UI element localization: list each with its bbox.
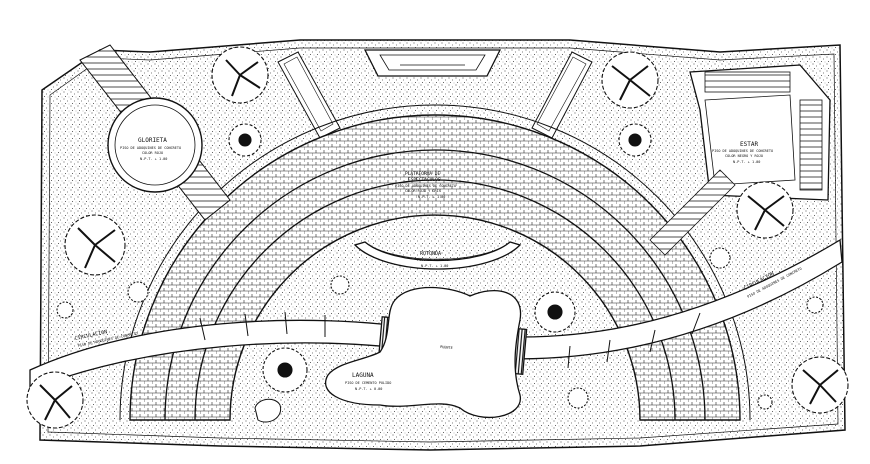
plaza-level: N.P.T. + 1.00 (418, 195, 445, 199)
tree-icon (211, 46, 269, 104)
bridge-label: PUENTE (440, 345, 453, 350)
estar-title: ESTAR (740, 141, 758, 148)
tree-icon (534, 291, 576, 333)
main-plaza-paving (129, 114, 741, 421)
shrub-icon (127, 281, 149, 303)
glorieta (79, 44, 231, 221)
plaza-ring-1 (164, 149, 706, 421)
estar-sub2: COLOR NEGRO Y ROJO (725, 154, 763, 158)
shrub-icon (567, 387, 589, 409)
diagonal-planter-left (277, 51, 341, 139)
shrub-icon (56, 301, 74, 319)
tree-icon (791, 356, 849, 414)
shrub-icon (757, 394, 773, 410)
rotonda (353, 241, 522, 270)
glorieta-title: GLORIETA (138, 137, 167, 144)
tree-icon (736, 181, 794, 239)
laguna-title: LAGUNA (352, 372, 374, 379)
laguna (325, 286, 522, 419)
plaza-outer-edge (119, 104, 751, 421)
glorieta-level: N.P.T. + 1.00 (140, 157, 167, 161)
stage-structure (363, 49, 502, 77)
shrub-icon (330, 275, 350, 295)
estar-level: N.P.T. + 1.00 (733, 160, 760, 164)
tree-icon (228, 123, 262, 157)
circulation-path (29, 238, 843, 391)
tree-icon (262, 347, 308, 393)
shrub-icon (709, 247, 731, 269)
tree-icon (601, 51, 659, 109)
tree-icon (618, 123, 652, 157)
laguna-sub: PISO DE CEMENTO PULIDO (345, 381, 391, 385)
small-pond (254, 398, 282, 423)
glorieta-sub2: COLOR ROJO (142, 151, 163, 155)
plaza-title: PLATAFORMA DE (405, 171, 441, 177)
trees (26, 46, 849, 429)
site-inner-boundary (47, 47, 839, 443)
tree-icon (64, 214, 126, 276)
rotonda-level: N.P.T. + 1.00 (421, 264, 448, 268)
path-joints (199, 311, 701, 369)
plaza-sub: PISO DE ADOQUINES DE CONCRETO (395, 184, 456, 188)
shrub-icon (806, 296, 824, 314)
laguna-level: N.P.T. + 0.00 (355, 387, 382, 391)
estar-sub: PISO DE ADOQUINES DE CONCRETO (712, 149, 773, 153)
glorieta-sub: PISO DE ADOQUINES DE CONCRETO (120, 146, 181, 150)
rotonda-sub: PISO DE CEMENTO (417, 258, 449, 262)
tree-icon (26, 371, 84, 429)
rotonda-title: ROTONDA (420, 251, 441, 257)
estar (649, 64, 831, 256)
plaza-sub2: COLOR ROJO Y GRIS (405, 189, 441, 193)
plaza-title2: ESPECTACULOS (408, 177, 441, 183)
plaza-ring-2 (194, 179, 676, 421)
